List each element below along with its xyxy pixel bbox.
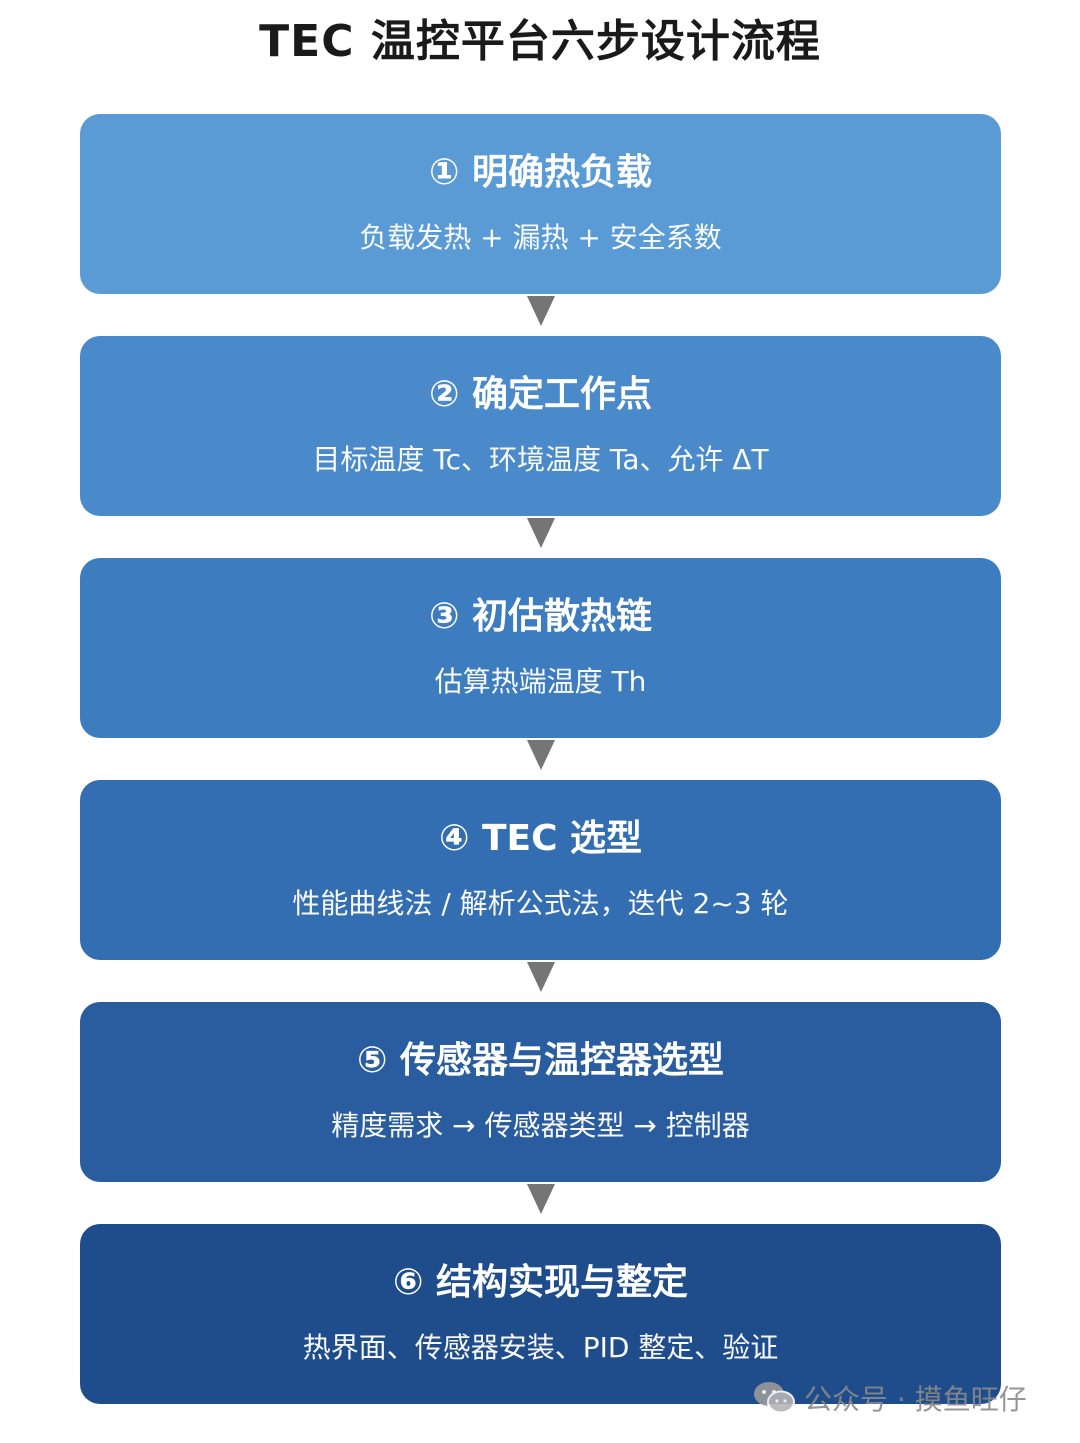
step-3-title: ③ 初估散热链 [428, 596, 652, 637]
step-3-box: ③ 初估散热链 估算热端温度 Th [80, 558, 1001, 738]
step-1-box: ① 明确热负载 负载发热 + 漏热 + 安全系数 [80, 114, 1001, 294]
step-2-box: ② 确定工作点 目标温度 Tc、环境温度 Ta、允许 ΔT [80, 336, 1001, 516]
down-arrow-icon [527, 296, 555, 326]
step-6-description: 热界面、传感器安装、PID 整定、验证 [302, 1331, 779, 1364]
step-4-title: ④ TEC 选型 [438, 818, 643, 859]
step-2-description: 目标温度 Tc、环境温度 Ta、允许 ΔT [312, 443, 769, 476]
step-4-description: 性能曲线法 / 解析公式法，迭代 2~3 轮 [292, 887, 789, 920]
down-arrow-icon [527, 962, 555, 992]
page-title: TEC 温控平台六步设计流程 [259, 16, 821, 67]
step-1-description: 负载发热 + 漏热 + 安全系数 [359, 221, 722, 254]
wechat-icon [754, 1382, 795, 1414]
step-6-title: ⑥ 结构实现与整定 [392, 1262, 688, 1303]
step-6-box: ⑥ 结构实现与整定 热界面、传感器安装、PID 整定、验证 [80, 1224, 1001, 1404]
down-arrow-icon [527, 740, 555, 770]
step-4-box: ④ TEC 选型 性能曲线法 / 解析公式法，迭代 2~3 轮 [80, 780, 1001, 960]
down-arrow-icon [527, 1184, 555, 1214]
step-2-title: ② 确定工作点 [428, 374, 652, 415]
step-5-box: ⑤ 传感器与温控器选型 精度需求 → 传感器类型 → 控制器 [80, 1002, 1001, 1182]
step-1-title: ① 明确热负载 [428, 152, 652, 193]
step-3-description: 估算热端温度 Th [434, 665, 647, 698]
watermark: 公众号 · 摸鱼旺仔 [752, 1376, 1027, 1420]
down-arrow-icon [527, 518, 555, 548]
step-5-title: ⑤ 传感器与温控器选型 [356, 1040, 724, 1081]
step-5-description: 精度需求 → 传感器类型 → 控制器 [331, 1109, 750, 1142]
watermark-text: 公众号 · 摸鱼旺仔 [804, 1383, 1027, 1416]
